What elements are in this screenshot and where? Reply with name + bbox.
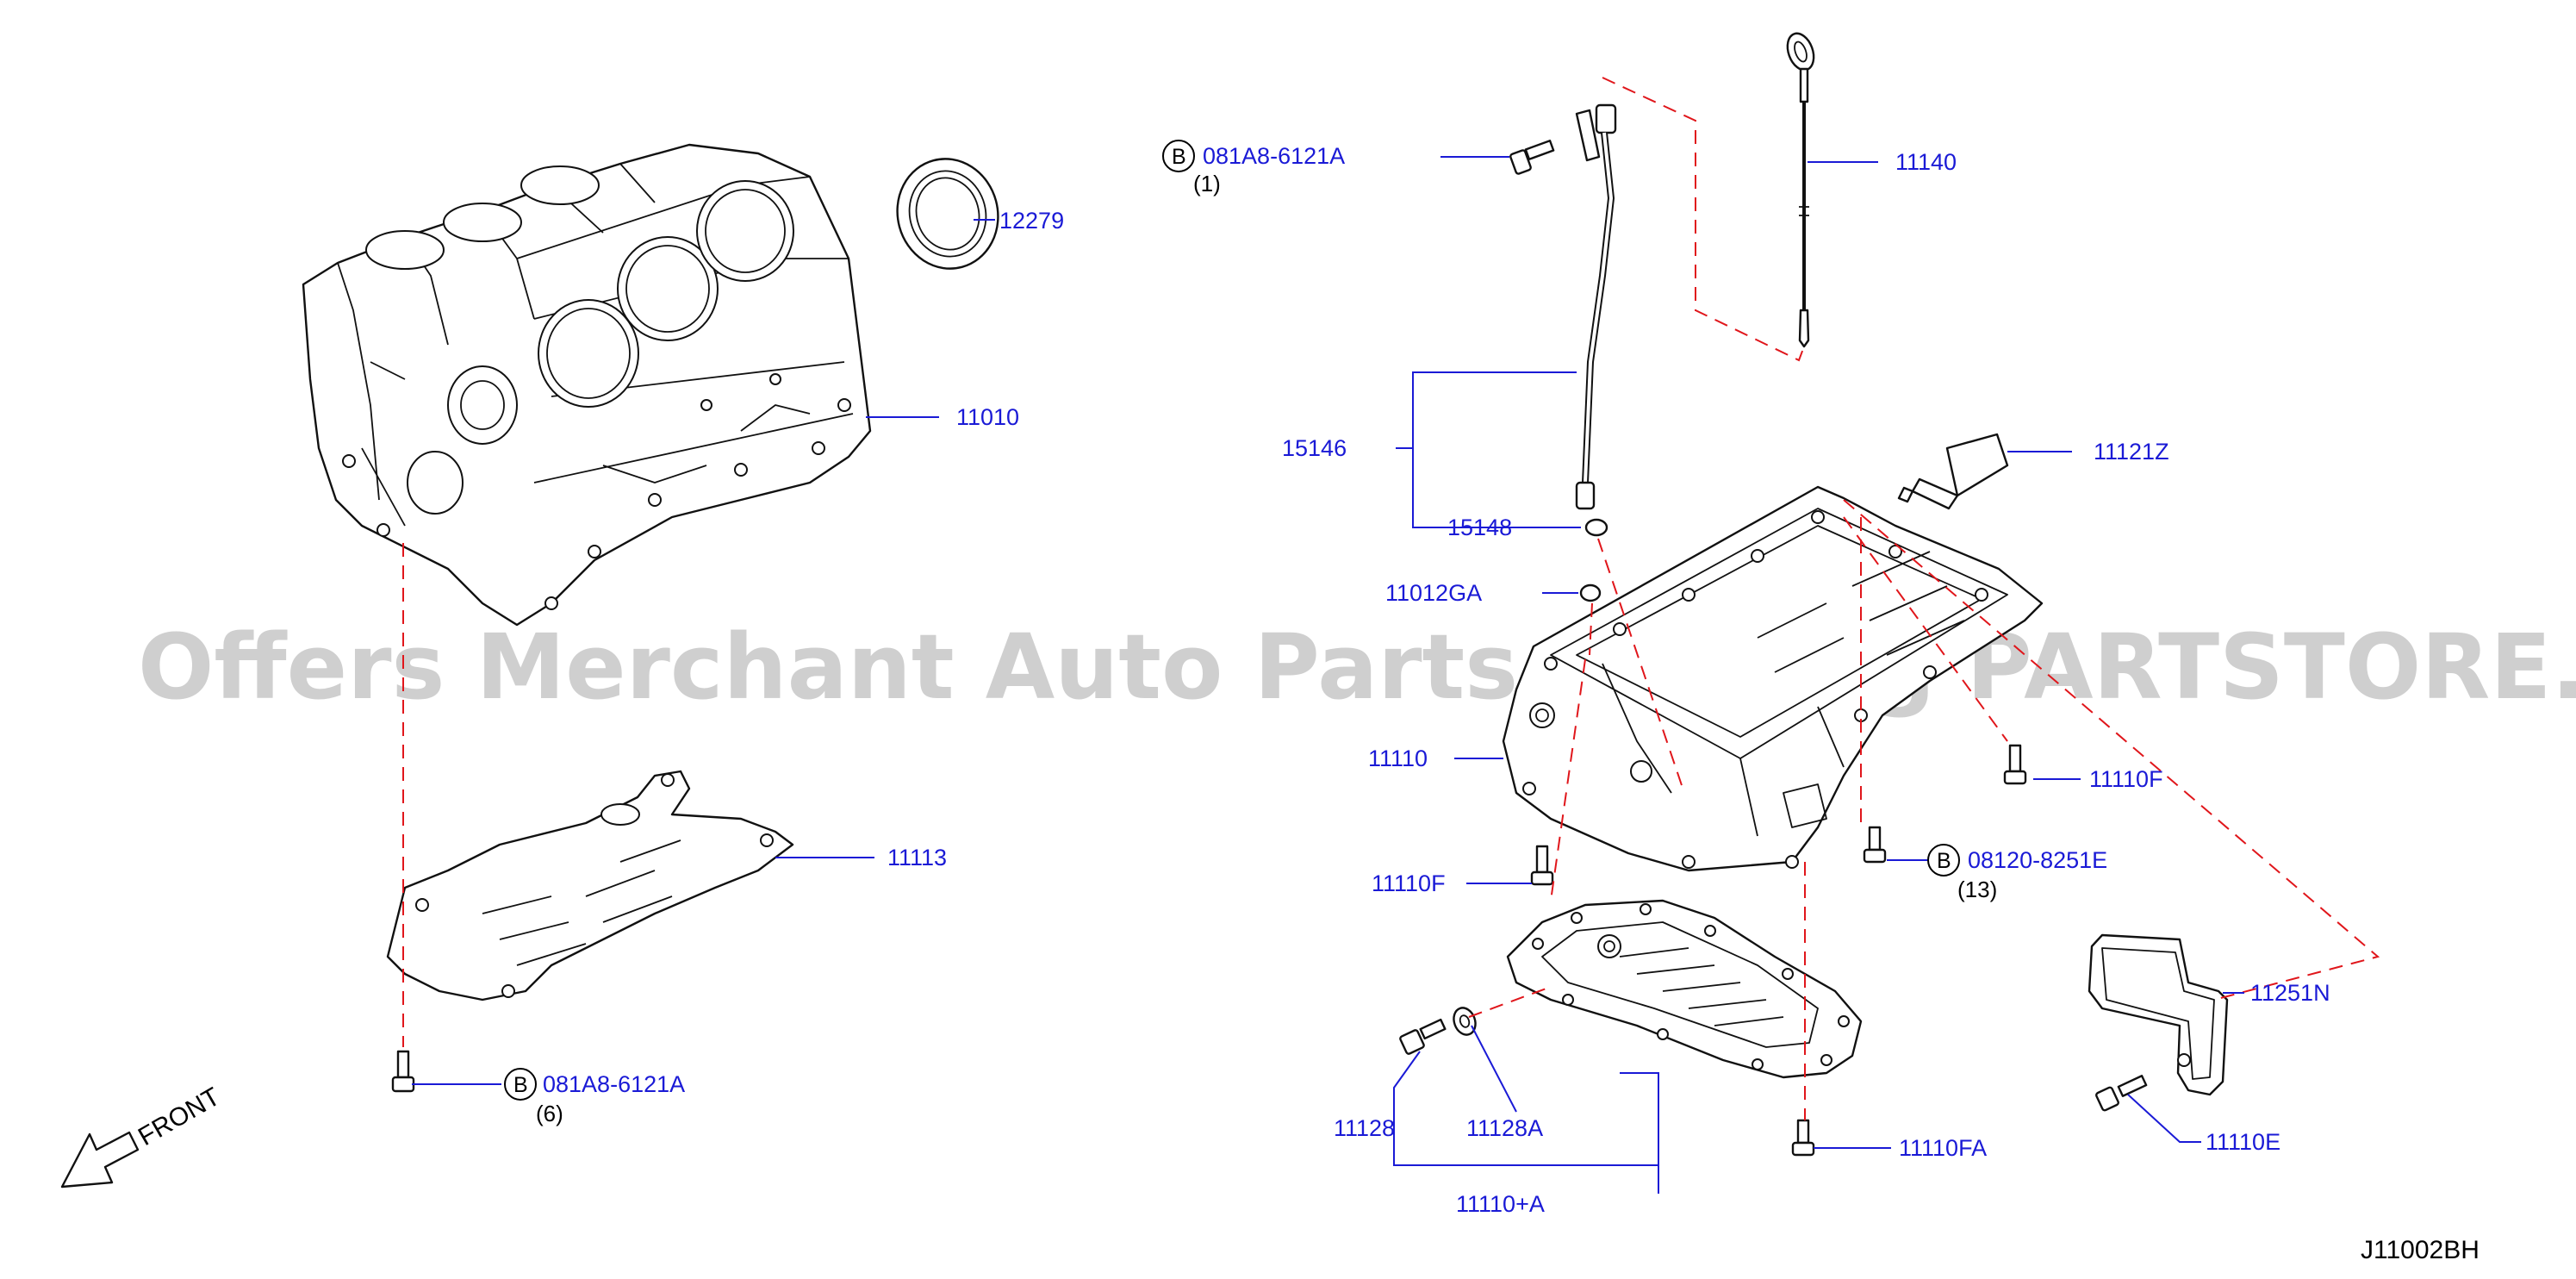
label-11010: 11010: [956, 404, 1019, 430]
sealant-tube-illustration: [1897, 433, 2009, 510]
drain-plug-11128-illustration: [1399, 1018, 1447, 1055]
oil-gauge-guide-tube-illustration: [1575, 103, 1617, 510]
bolt-bottom-left-illustration: [391, 1050, 415, 1093]
upper-oil-pan-illustration: [1502, 485, 2044, 872]
bolt-11110f-right-illustration: [2003, 744, 2027, 785]
label-11113: 11113: [887, 845, 947, 870]
label-08120-8251e: 08120-8251E: [1968, 847, 2107, 873]
bolt-11110fa-illustration: [1791, 1119, 1815, 1157]
label-11121z: 11121Z: [2094, 439, 2169, 465]
label-11110fa: 11110FA: [1899, 1135, 1987, 1161]
bolt-marker-bottom: B: [504, 1068, 537, 1101]
front-direction-arrow-icon: [60, 1131, 140, 1189]
label-11110e: 11110E: [2206, 1129, 2280, 1155]
label-12279: 12279: [999, 208, 1064, 234]
label-11140: 11140: [1895, 149, 1957, 175]
label-11110-a: 11110+A: [1456, 1191, 1545, 1217]
oil-level-gauge-illustration: [1786, 32, 1815, 348]
bolt-marker-bottom-letter: B: [513, 1073, 528, 1097]
callout-leader-lines: [412, 156, 2244, 1194]
bolt-11110f-left-illustration: [1530, 845, 1554, 886]
bolt-marker-08120: B: [1927, 844, 1960, 877]
label-081a8-6121a-top: 081A8-6121A: [1203, 143, 1345, 169]
bolt-marker-top-letter: B: [1172, 145, 1186, 169]
qty-081a8-6121a-top: (1): [1193, 171, 1221, 197]
bolt-marker-top: B: [1162, 140, 1195, 172]
o-ring-15148-illustration: [1584, 518, 1608, 537]
qty-08120-8251e: (13): [1957, 877, 1997, 902]
label-15148: 15148: [1447, 515, 1512, 540]
drain-washer-11128a-illustration: [1453, 1007, 1477, 1036]
qty-081a8-6121a-bottom: (6): [536, 1101, 563, 1126]
label-11251n: 11251N: [2250, 980, 2330, 1006]
front-label: FRONT: [134, 1082, 225, 1151]
label-11128a: 11128A: [1466, 1115, 1543, 1141]
label-15146: 15146: [1282, 435, 1347, 461]
bolt-08120-illustration: [1863, 826, 1887, 864]
label-081a8-6121a-bottom: 081A8-6121A: [543, 1071, 685, 1097]
label-11110f-left: 11110F: [1372, 870, 1446, 896]
label-11012ga: 11012GA: [1385, 580, 1482, 606]
label-11110: 11110: [1368, 746, 1428, 771]
dashed-reference-lines: [402, 77, 2380, 1120]
rear-oil-seal-illustration: [896, 158, 999, 270]
label-11128: 11128: [1334, 1115, 1395, 1141]
bolt-marker-08120-letter: B: [1937, 849, 1951, 873]
bolt-top-illustration: [1509, 140, 1555, 175]
baffle-plate-illustration: [386, 770, 794, 1001]
oil-strainer-plate-illustration: [2088, 933, 2229, 1096]
watermark-text: Offers Merchant Auto Parts Catalog PARTS…: [138, 615, 2576, 720]
label-11110f-right: 11110F: [2089, 766, 2163, 792]
diagram-code: J11002BH: [2361, 1236, 2480, 1264]
cylinder-block-illustration: [302, 143, 872, 627]
o-ring-11012ga-illustration: [1579, 583, 1602, 602]
lower-oil-pan-illustration: [1506, 899, 1863, 1079]
bolt-11110e-illustration: [2095, 1075, 2148, 1112]
